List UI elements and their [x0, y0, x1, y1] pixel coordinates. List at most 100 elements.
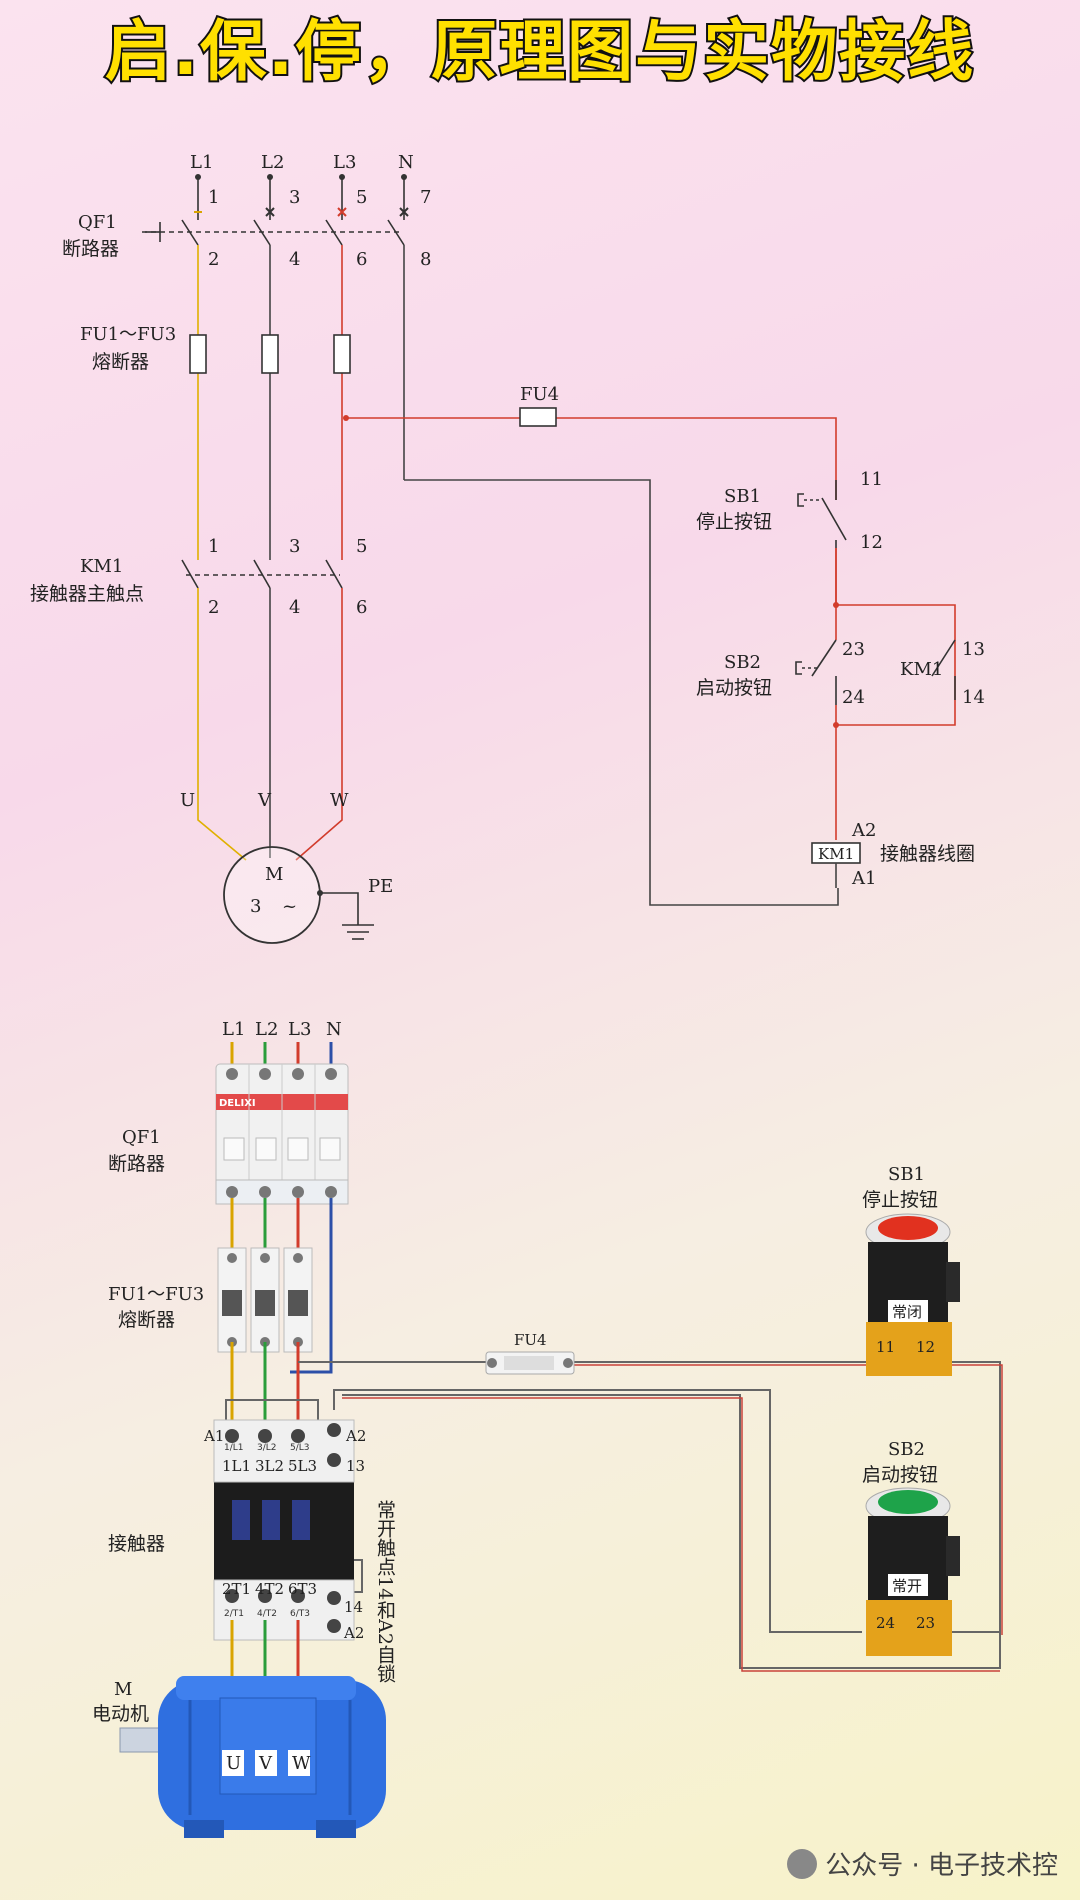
- sch-label-u: U: [180, 790, 195, 811]
- sch-km1-main-contacts: [181, 559, 343, 589]
- wire-sb1-plate: 常闭: [892, 1303, 922, 1321]
- sch-sb2-t23: 23: [842, 639, 865, 660]
- sch-qf1-t8: 8: [420, 249, 431, 270]
- sch-km-t6: 6: [356, 597, 367, 618]
- sch-label-l1: L1: [190, 152, 213, 173]
- wire-motor-v: V: [258, 1753, 273, 1774]
- wire-t13: 13: [346, 1457, 365, 1475]
- sch-km-t2: 2: [208, 597, 219, 618]
- sch-pe-label: PE: [368, 876, 393, 897]
- wire-sb2-button: [865, 1487, 960, 1656]
- sch-qf1-name: 断路器: [62, 238, 119, 260]
- wire-sb2-plate: 常开: [892, 1577, 922, 1595]
- sch-qf1-code: QF1: [78, 212, 117, 233]
- sch-label-l2: L2: [261, 152, 284, 173]
- sch-sb2-contact: [795, 639, 837, 705]
- wire-sb2-t23: 23: [916, 1614, 935, 1632]
- wire-control-wires: [225, 1361, 1001, 1669]
- sch-sb1-name: 停止按钮: [696, 511, 772, 533]
- sch-qf1-t2: 2: [208, 249, 219, 270]
- wire-bot-small-1: 2/T1: [224, 1609, 244, 1619]
- wire-bot-4t2: 4T2: [255, 1580, 284, 1598]
- wire-breaker-screws: [226, 1068, 337, 1198]
- wire-fu4-fuse: [485, 1351, 575, 1375]
- sch-motor-3: 3: [250, 896, 261, 917]
- sch-km-t5: 5: [356, 536, 367, 557]
- sch-junction-1: [833, 602, 839, 608]
- sch-aux-t13: 13: [962, 639, 985, 660]
- sch-label-n: N: [398, 152, 414, 173]
- sch-km1-code: KM1: [80, 556, 123, 577]
- sch-qf1-t6: 6: [356, 249, 367, 270]
- sch-qf1-t4: 4: [289, 249, 300, 270]
- schematic-diagram: L1 L2 L3 N 1 3 5 7 2 4 6 8 QF1 断路器: [30, 152, 985, 944]
- wire-qf1-name: 断路器: [108, 1153, 165, 1175]
- wire-motor: [119, 1676, 386, 1838]
- sch-phase-wires: [197, 245, 956, 906]
- wire-top-small-3: 5/L3: [290, 1443, 310, 1453]
- wire-sb1-plate-bg: [888, 1300, 928, 1322]
- wire-fu-name: 熔断器: [118, 1309, 175, 1331]
- wire-sb2-t24: 24: [876, 1614, 895, 1632]
- wire-label-l2: L2: [255, 1019, 278, 1040]
- wire-a2-top: A2: [345, 1427, 366, 1445]
- sch-coil-name: 接触器线圈: [880, 843, 975, 865]
- wire-self-lock-note: 常开触点14和A2自锁: [374, 1500, 396, 1683]
- sch-pe-ground: [320, 892, 374, 940]
- sch-fu4-label: FU4: [520, 384, 559, 405]
- sch-label-l3: L3: [333, 152, 356, 173]
- wire-sb1-code: SB1: [888, 1164, 925, 1185]
- wire-motor-u: U: [226, 1753, 241, 1774]
- sch-sb2-name: 启动按钮: [696, 677, 772, 699]
- wire-label-l1: L1: [222, 1019, 245, 1040]
- sch-qf1-t7: 7: [420, 187, 431, 208]
- sch-fu4-fuse: [519, 407, 557, 427]
- sch-coil-a2: A2: [851, 820, 876, 841]
- wire-bot-2t1: 2T1: [222, 1580, 251, 1598]
- page-title: 启.保.停，原理图与实物接线: [103, 11, 976, 92]
- wire-sb2-code: SB2: [888, 1439, 925, 1460]
- wire-fuses-to-contactor: [230, 1342, 300, 1422]
- sch-km1-aux-label: KM1: [900, 659, 943, 680]
- wire-a2-bot: A2: [343, 1624, 364, 1642]
- sch-qf1-t1: 1: [208, 187, 219, 208]
- wire-top-5l3: 5L3: [288, 1457, 317, 1475]
- wire-motor-w: W: [292, 1753, 311, 1774]
- watermark: 公众号 · 电子技术控: [787, 1845, 1058, 1882]
- sch-sb1-t11: 11: [860, 469, 883, 490]
- wire-label-n: N: [326, 1019, 342, 1040]
- sch-aux-t14: 14: [962, 687, 985, 708]
- sch-pe-node: [317, 890, 323, 896]
- watermark-text: 公众号 · 电子技术控: [825, 1851, 1058, 1881]
- sch-motor-tilde: ~: [282, 896, 297, 917]
- wechat-icon: [787, 1848, 818, 1879]
- sch-km1-name: 接触器主触点: [30, 583, 144, 605]
- wire-bot-6t3: 6T3: [288, 1580, 317, 1598]
- sch-fuses: [189, 334, 351, 374]
- wire-label-l3: L3: [288, 1019, 311, 1040]
- wire-fu4-label: FU4: [514, 1331, 547, 1349]
- wire-sb2-name: 启动按钮: [862, 1464, 938, 1486]
- wire-fu-code: FU1～FU3: [108, 1284, 204, 1305]
- wire-sb2-plate-bg: [888, 1574, 928, 1596]
- wire-top-small-1: 1/L1: [224, 1443, 244, 1453]
- sch-sb2-code: SB2: [724, 652, 761, 673]
- sch-sb1-t12: 12: [860, 532, 883, 553]
- sch-km-t4: 4: [289, 597, 300, 618]
- wire-motor-code: M: [114, 1679, 132, 1700]
- sch-sb1-contact: [797, 480, 847, 548]
- sch-label-w: W: [330, 790, 349, 811]
- sch-sb1-code: SB1: [724, 486, 761, 507]
- sch-km1-aux-contact: [931, 639, 956, 700]
- sch-fu-code: FU1～FU3: [80, 324, 176, 345]
- wire-top-small-2: 3/L2: [257, 1443, 277, 1453]
- wire-sb1-t11: 11: [876, 1338, 895, 1356]
- wire-qf1-code: QF1: [122, 1127, 161, 1148]
- sch-qf1-t3: 3: [289, 187, 300, 208]
- sch-junction-fu4: [343, 415, 349, 421]
- sch-fu-name: 熔断器: [92, 351, 149, 373]
- sch-qf1-marks: [194, 207, 409, 217]
- wire-contactor-name: 接触器: [108, 1533, 165, 1555]
- sch-junction-2: [833, 722, 839, 728]
